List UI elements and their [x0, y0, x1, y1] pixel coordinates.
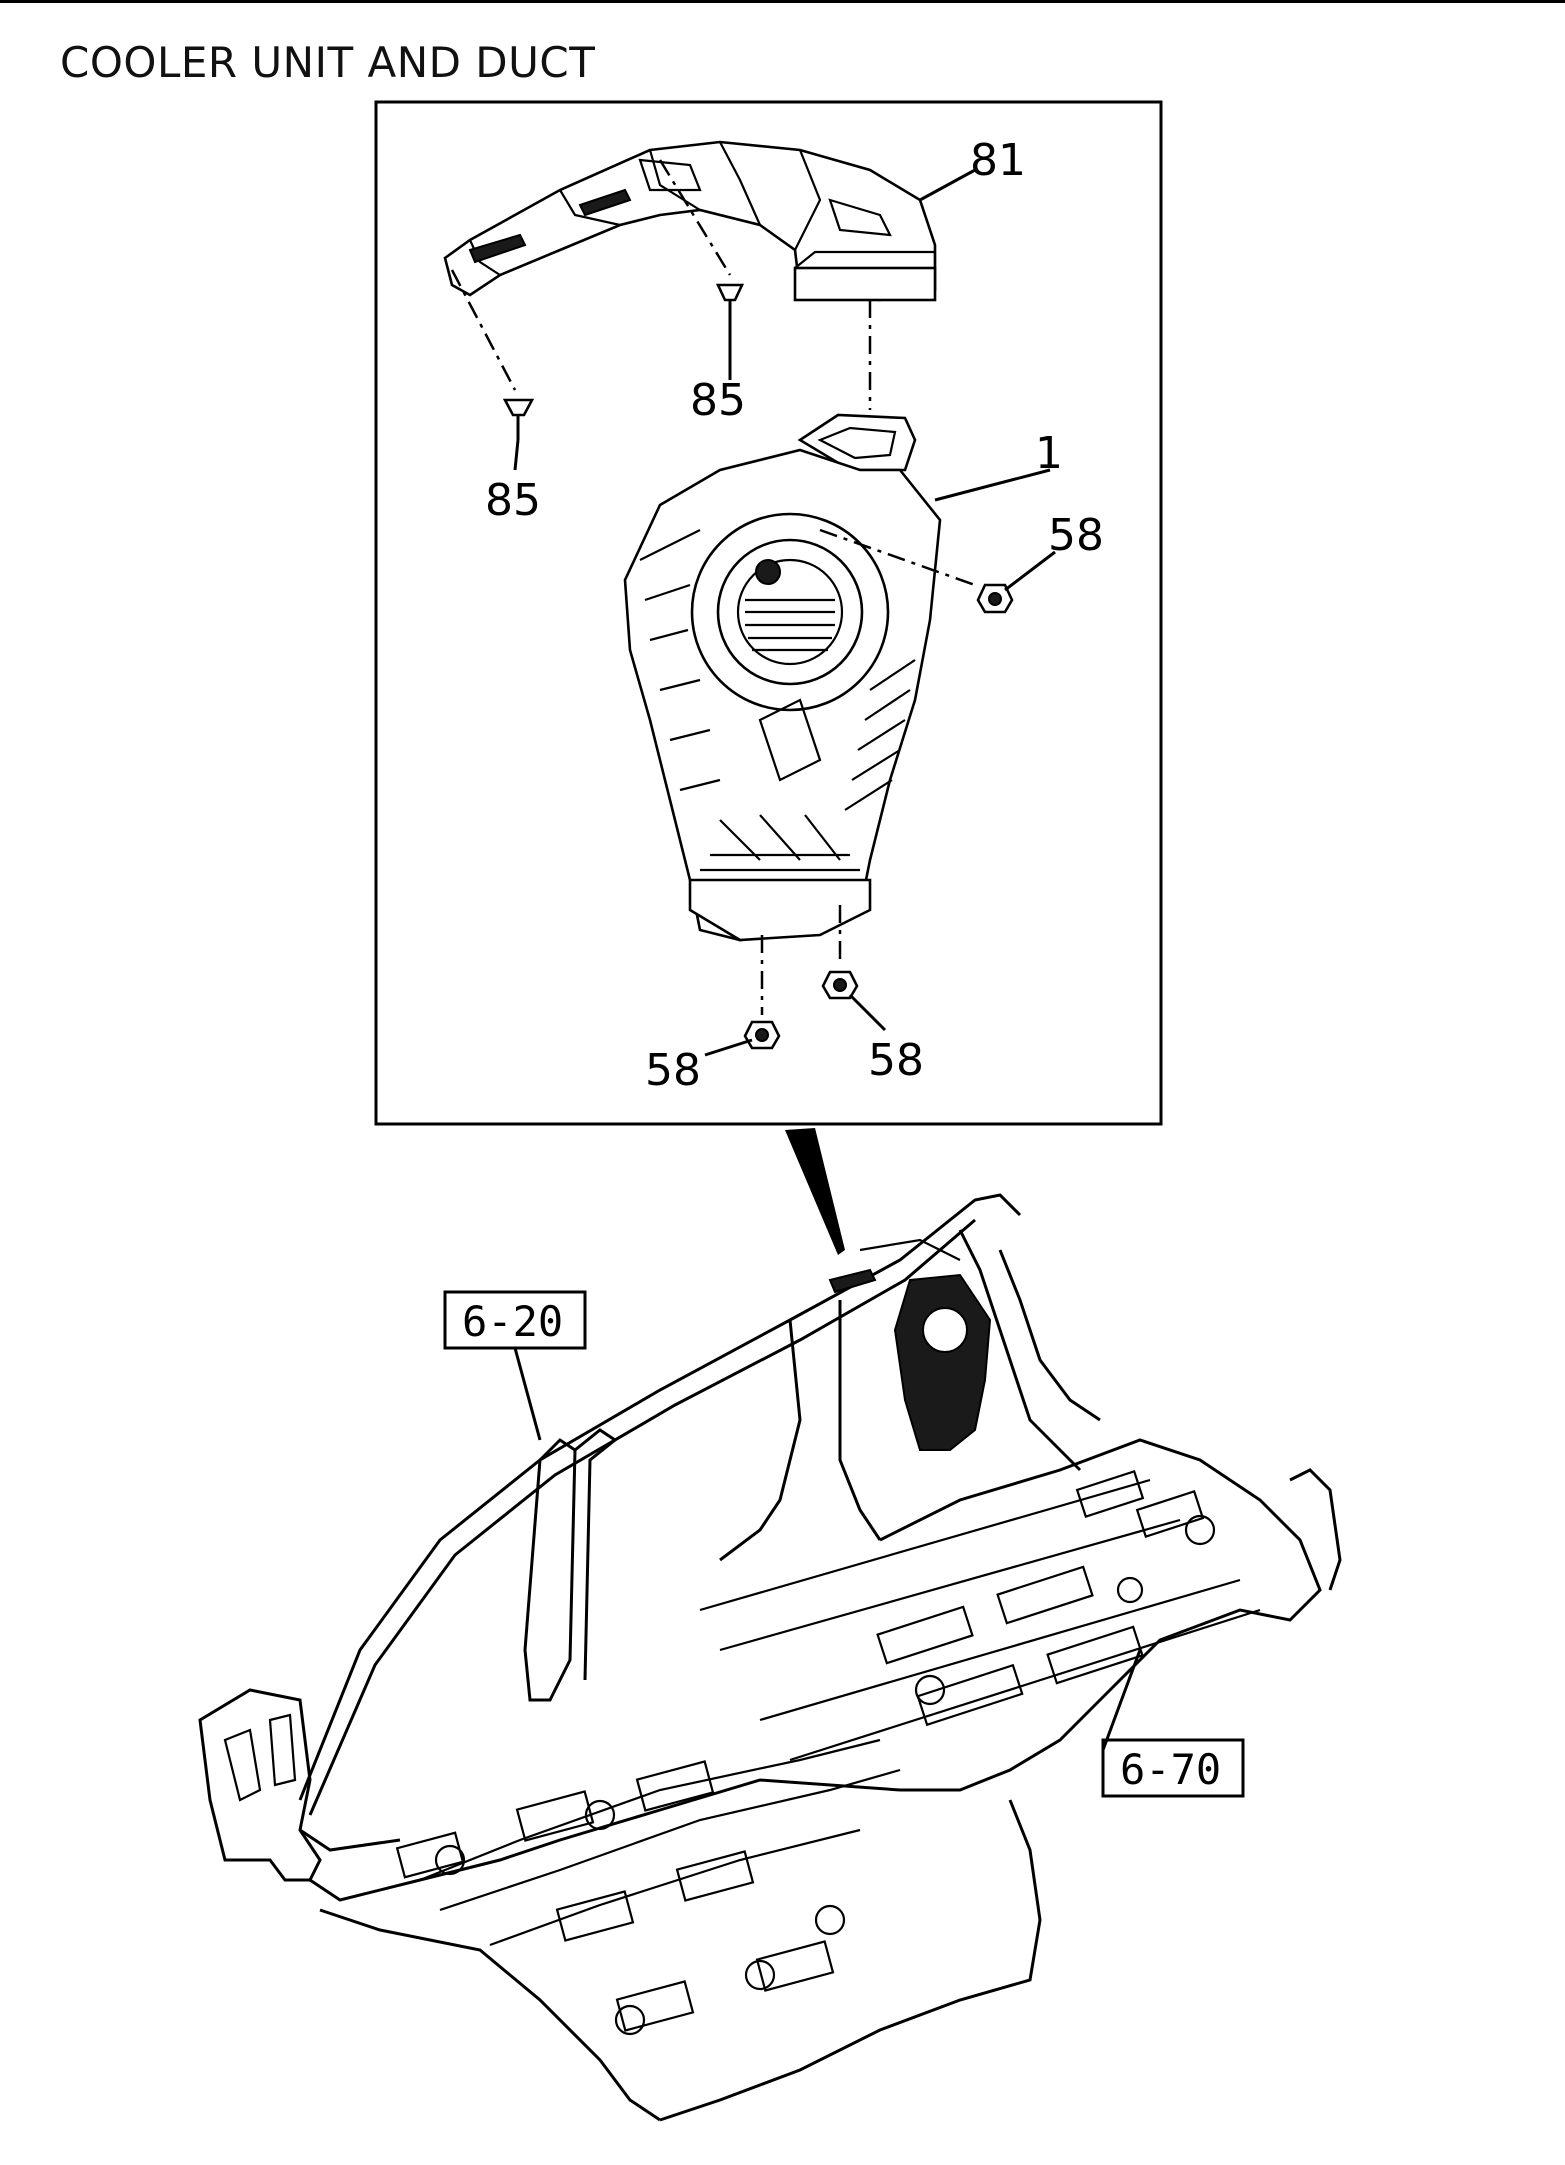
callout-nut-right: 58	[1048, 510, 1104, 561]
leader-6-20	[513, 1347, 542, 1441]
nut-bottom-right-part	[821, 905, 859, 1000]
top-rule	[0, 0, 1565, 3]
screw-left-part	[450, 269, 535, 471]
cooler-unit-part	[623, 300, 942, 942]
leader-58-bottom-right	[848, 993, 887, 1032]
duct-part	[443, 140, 937, 302]
screw-right-part	[658, 159, 745, 380]
vehicle-body	[198, 1193, 1342, 2122]
ref-box-6-70[interactable]: 6-70	[1101, 1738, 1245, 1798]
leader-58-bottom-left	[704, 1038, 753, 1057]
detail-frame	[374, 100, 1163, 1126]
nut-bottom-left-part	[743, 935, 781, 1050]
callout-nut-bottom-left: 58	[645, 1045, 701, 1096]
ref-box-6-20[interactable]: 6-20	[443, 1290, 587, 1350]
callout-screw-right: 85	[690, 375, 746, 426]
detail-pointer-arrow	[785, 1128, 845, 1255]
ref-label-6-20: 6-20	[462, 1297, 563, 1346]
ref-label-6-70: 6-70	[1120, 1745, 1221, 1794]
nut-right-part	[819, 528, 1014, 614]
callout-cooler-unit: 1	[1035, 428, 1063, 479]
page-title: COOLER UNIT AND DUCT	[60, 38, 596, 87]
callout-duct: 81	[970, 135, 1026, 186]
leader-1	[934, 468, 1051, 502]
leader-6-70	[1101, 1649, 1142, 1751]
callout-screw-left: 85	[485, 475, 541, 526]
callout-nut-bottom-right: 58	[868, 1035, 924, 1086]
leader-81	[919, 168, 976, 202]
leader-58-right	[1004, 550, 1056, 592]
